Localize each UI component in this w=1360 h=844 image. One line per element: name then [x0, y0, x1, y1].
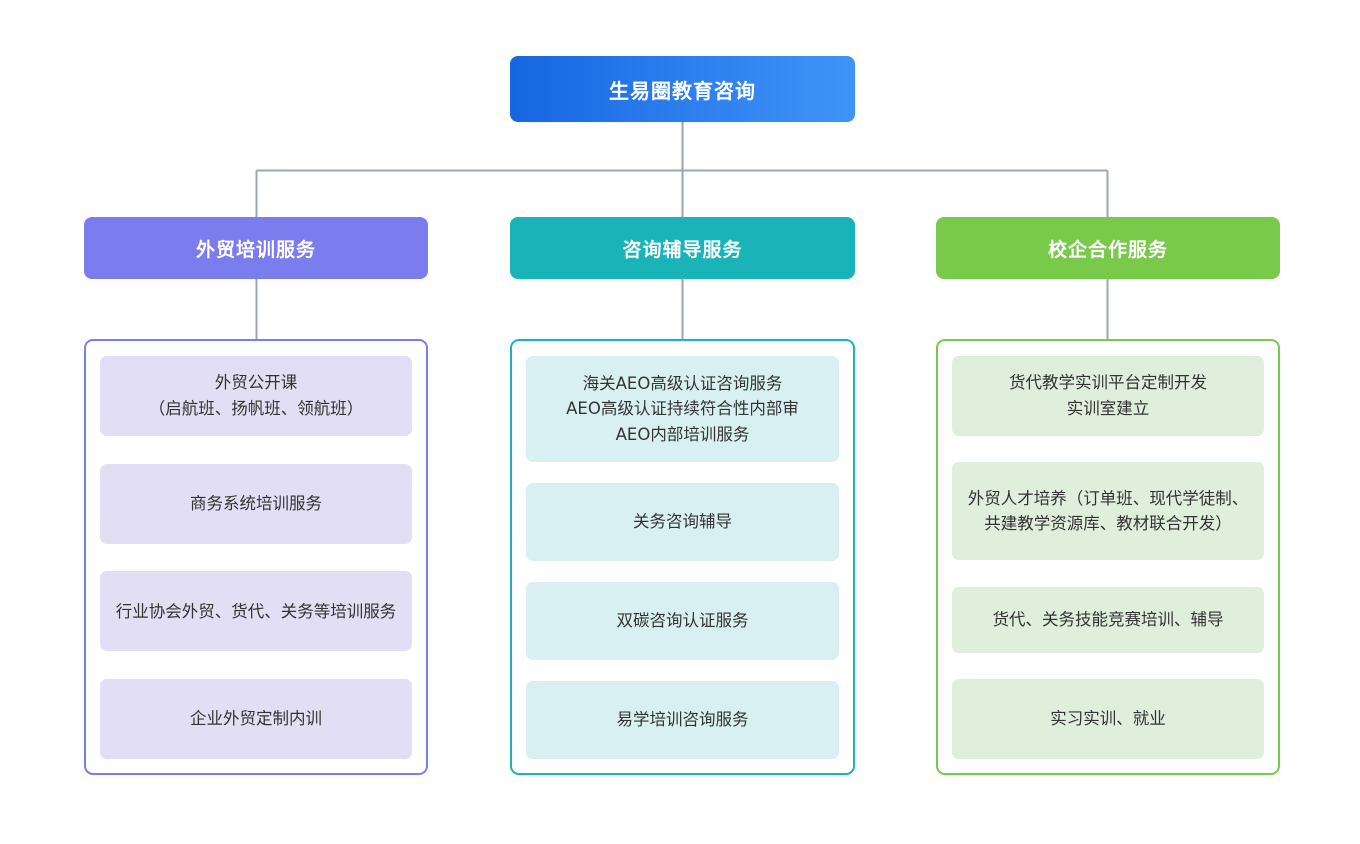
service-item[interactable]: 实习实训、就业	[952, 678, 1264, 759]
root-node[interactable]: 生易圈教育咨询	[510, 56, 855, 122]
category-header-consulting-coaching[interactable]: 咨询辅导服务	[510, 217, 855, 279]
service-item[interactable]: 企业外贸定制内训	[100, 678, 412, 759]
category-header-label: 校企合作服务	[1047, 238, 1168, 261]
service-item[interactable]: 商务系统培训服务	[100, 463, 412, 544]
service-item[interactable]: 双碳咨询认证服务	[526, 582, 839, 660]
service-item[interactable]: 货代、关务技能竞赛培训、辅导	[952, 586, 1264, 653]
category-header-label: 外贸培训服务	[195, 238, 316, 261]
service-panel-school-enterprise: 货代教学实训平台定制开发 实训室建立 外贸人才培养（订单班、现代学徒制、共建教学…	[936, 339, 1280, 775]
service-item[interactable]: 关务咨询辅导	[526, 483, 839, 561]
service-item[interactable]: 外贸人才培养（订单班、现代学徒制、共建教学资源库、教材联合开发）	[952, 462, 1264, 561]
category-header-label: 咨询辅导服务	[622, 238, 743, 261]
service-item[interactable]: 货代教学实训平台定制开发 实训室建立	[952, 356, 1264, 436]
service-item[interactable]: 易学培训咨询服务	[526, 681, 839, 759]
service-item[interactable]: 海关AEO高级认证咨询服务 AEO高级认证持续符合性内部审 AEO内部培训服务	[526, 356, 839, 462]
category-header-school-enterprise[interactable]: 校企合作服务	[936, 217, 1280, 279]
category-header-foreign-trade-training[interactable]: 外贸培训服务	[84, 217, 428, 279]
service-panel-foreign-trade-training: 外贸公开课 （启航班、扬帆班、领航班） 商务系统培训服务 行业协会外贸、货代、关…	[84, 339, 428, 775]
service-panel-consulting-coaching: 海关AEO高级认证咨询服务 AEO高级认证持续符合性内部审 AEO内部培训服务 …	[510, 339, 855, 775]
root-node-label: 生易圈教育咨询	[609, 78, 756, 103]
service-item[interactable]: 行业协会外贸、货代、关务等培训服务	[100, 571, 412, 652]
service-item[interactable]: 外贸公开课 （启航班、扬帆班、领航班）	[100, 356, 412, 436]
